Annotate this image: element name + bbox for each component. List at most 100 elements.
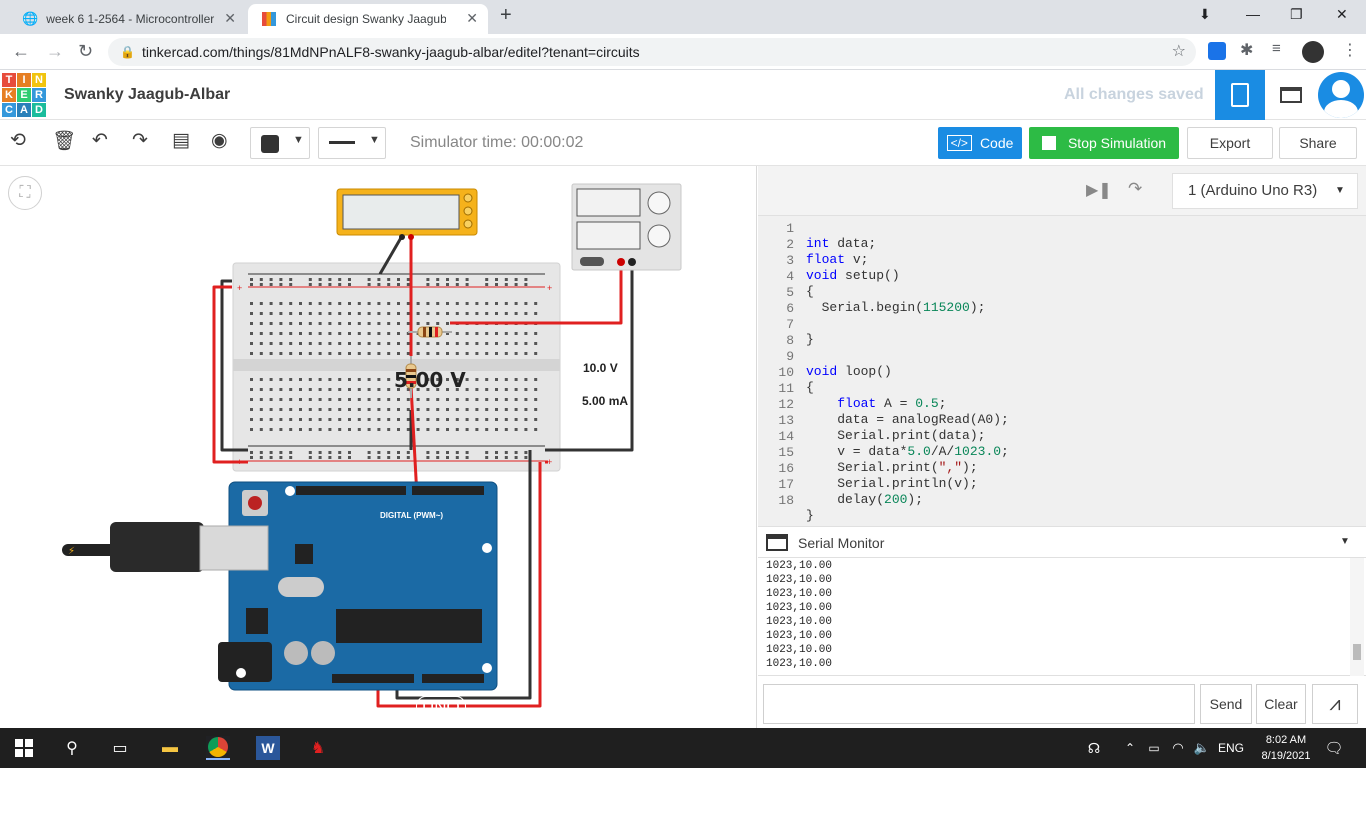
- share-button[interactable]: Share: [1279, 127, 1357, 159]
- chrome-icon[interactable]: [206, 736, 230, 760]
- people-icon[interactable]: ☊: [1087, 739, 1101, 756]
- close-tab-icon[interactable]: ✕: [224, 10, 236, 26]
- breadboard-hole: [328, 398, 332, 401]
- serial-output[interactable]: 1023,10.00 1023,10.00 1023,10.00 1023,10…: [758, 558, 1366, 676]
- code-button[interactable]: </> Code: [938, 127, 1022, 159]
- word-icon[interactable]: W: [256, 736, 280, 760]
- serial-scrollbar[interactable]: [1350, 558, 1364, 676]
- multimeter[interactable]: [336, 188, 478, 240]
- code-icon: </>: [946, 135, 972, 151]
- breadboard-rail-hole: [318, 278, 322, 281]
- breadboard-hole: [357, 418, 361, 421]
- undo-icon[interactable]: ↶: [92, 130, 108, 151]
- battery-icon[interactable]: ▭: [1148, 741, 1160, 755]
- color-picker-dropdown[interactable]: ▼: [250, 127, 310, 159]
- url-bar[interactable]: 🔒 tinkercad.com/things/81MdNPnALF8-swank…: [108, 38, 1196, 66]
- browser-tab-microcontroller[interactable]: 🌐 week 6 1-2564 - Microcontroller ✕: [8, 4, 246, 34]
- profile-avatar[interactable]: [1302, 41, 1324, 63]
- windows-start-icon[interactable]: [12, 736, 36, 760]
- breadboard-hole: [455, 418, 459, 421]
- breadboard-hole: [338, 418, 342, 421]
- visibility-icon[interactable]: ◉: [211, 130, 228, 151]
- breadboard-rail-hole: [250, 456, 253, 459]
- close-window-icon[interactable]: ✕: [1336, 6, 1348, 22]
- file-explorer-icon[interactable]: ▬: [162, 739, 178, 756]
- forward-icon[interactable]: →: [46, 41, 64, 61]
- puzzle-icon[interactable]: ✱: [1240, 42, 1254, 59]
- breadboard-hole: [534, 428, 538, 431]
- tab-search-icon[interactable]: ⬇: [1199, 6, 1211, 22]
- media-icon[interactable]: ≡: [1272, 40, 1281, 57]
- breadboard-hole: [387, 302, 391, 305]
- breadboard-rail-hole: [279, 456, 283, 459]
- export-button[interactable]: Export: [1187, 127, 1273, 159]
- send-button[interactable]: Send: [1200, 684, 1252, 724]
- circuit-view-button[interactable]: [1215, 70, 1265, 120]
- breadboard-hole: [377, 388, 381, 391]
- menu-icon[interactable]: ⋮: [1342, 42, 1358, 59]
- serial-input[interactable]: [763, 684, 1195, 724]
- debug-icon[interactable]: ↷: [1128, 179, 1143, 198]
- app-icon[interactable]: ♞: [310, 740, 326, 757]
- wifi-icon[interactable]: ◠: [1172, 740, 1184, 755]
- breadboard-hole: [387, 322, 391, 325]
- clear-button[interactable]: Clear: [1256, 684, 1306, 724]
- resistor-horizontal[interactable]: [408, 326, 452, 338]
- browser-tab-circuit-design[interactable]: Circuit design Swanky Jaagub-Albar ✕: [248, 4, 488, 34]
- serial-monitor-header[interactable]: Serial Monitor ▼: [758, 526, 1366, 558]
- user-avatar[interactable]: [1318, 72, 1364, 118]
- arduino-uno[interactable]: [218, 481, 498, 691]
- circuit-canvas[interactable]: ⛶ + + + +: [0, 166, 757, 821]
- breadboard-hole: [259, 428, 263, 431]
- delete-icon[interactable]: 🗑: [52, 131, 77, 152]
- wire-style-dropdown[interactable]: ▼: [318, 127, 386, 159]
- breadboard[interactable]: + + + +: [232, 262, 561, 472]
- task-view-icon[interactable]: ▭: [112, 740, 128, 757]
- power-supply[interactable]: [571, 183, 682, 271]
- fit-view-icon[interactable]: ⛶: [8, 176, 42, 210]
- breadboard-hole: [514, 342, 518, 345]
- breadboard-hole: [318, 418, 322, 421]
- tinkercad-logo[interactable]: T I N K E R C A D: [2, 73, 46, 117]
- project-title[interactable]: Swanky Jaagub-Albar: [64, 86, 231, 103]
- notifications-icon[interactable]: 🗨: [1324, 740, 1344, 757]
- language-indicator[interactable]: ENG: [1218, 741, 1245, 755]
- notes-icon[interactable]: ▤: [172, 130, 190, 151]
- step-icon[interactable]: ▶❚: [1086, 182, 1112, 199]
- extension-icon[interactable]: [1208, 42, 1226, 60]
- breadboard-rail-hole: [328, 456, 332, 459]
- breadboard-hole: [289, 378, 293, 381]
- editor-toolbar: ⟲ 🗑 ↶ ↷ ▤ ◉ ▼ ▼ Simulator time: 00:00:02…: [0, 120, 1366, 166]
- rotate-icon[interactable]: ⟲: [10, 130, 26, 151]
- chevron-down-icon[interactable]: ▼: [1340, 536, 1350, 547]
- close-tab-icon[interactable]: ✕: [466, 10, 478, 26]
- back-icon[interactable]: ←: [12, 41, 30, 61]
- breadboard-hole: [406, 388, 410, 391]
- reload-icon[interactable]: ↻: [78, 41, 94, 61]
- clock[interactable]: 8:02 AM 8/19/2021: [1254, 732, 1318, 764]
- breadboard-rail-hole: [308, 451, 312, 454]
- scrollbar-thumb[interactable]: [1353, 644, 1361, 660]
- redo-icon[interactable]: ↷: [132, 130, 148, 151]
- maximize-icon[interactable]: ❐: [1290, 6, 1303, 22]
- device-select[interactable]: 1 (Arduino Uno R3) ▼: [1172, 173, 1358, 209]
- resistor-vertical[interactable]: [405, 356, 417, 398]
- color-swatch: [261, 135, 279, 153]
- black-rail-jumper[interactable]: [220, 279, 248, 452]
- breadboard-hole: [348, 408, 351, 411]
- chevron-up-icon[interactable]: ⌃: [1124, 741, 1136, 755]
- code-text[interactable]: int data;float v;void setup(){ Serial.be…: [806, 236, 1009, 523]
- volume-icon[interactable]: 🔈: [1193, 740, 1211, 755]
- minimize-icon[interactable]: —: [1246, 6, 1260, 22]
- new-tab-icon[interactable]: +: [500, 4, 512, 26]
- breadboard-hole: [446, 312, 449, 315]
- graph-view-button[interactable]: ⩘: [1312, 684, 1358, 724]
- components-list-button[interactable]: [1267, 70, 1315, 120]
- search-icon[interactable]: ⚲: [66, 740, 78, 757]
- browser-tab-bar: 🌐 week 6 1-2564 - Microcontroller ✕ Circ…: [0, 0, 1366, 34]
- bookmark-star-icon[interactable]: ☆: [1171, 43, 1186, 60]
- usb-cable[interactable]: ⚡: [62, 522, 269, 572]
- stop-simulation-button[interactable]: Stop Simulation: [1029, 127, 1179, 159]
- breadboard-hole: [495, 408, 498, 411]
